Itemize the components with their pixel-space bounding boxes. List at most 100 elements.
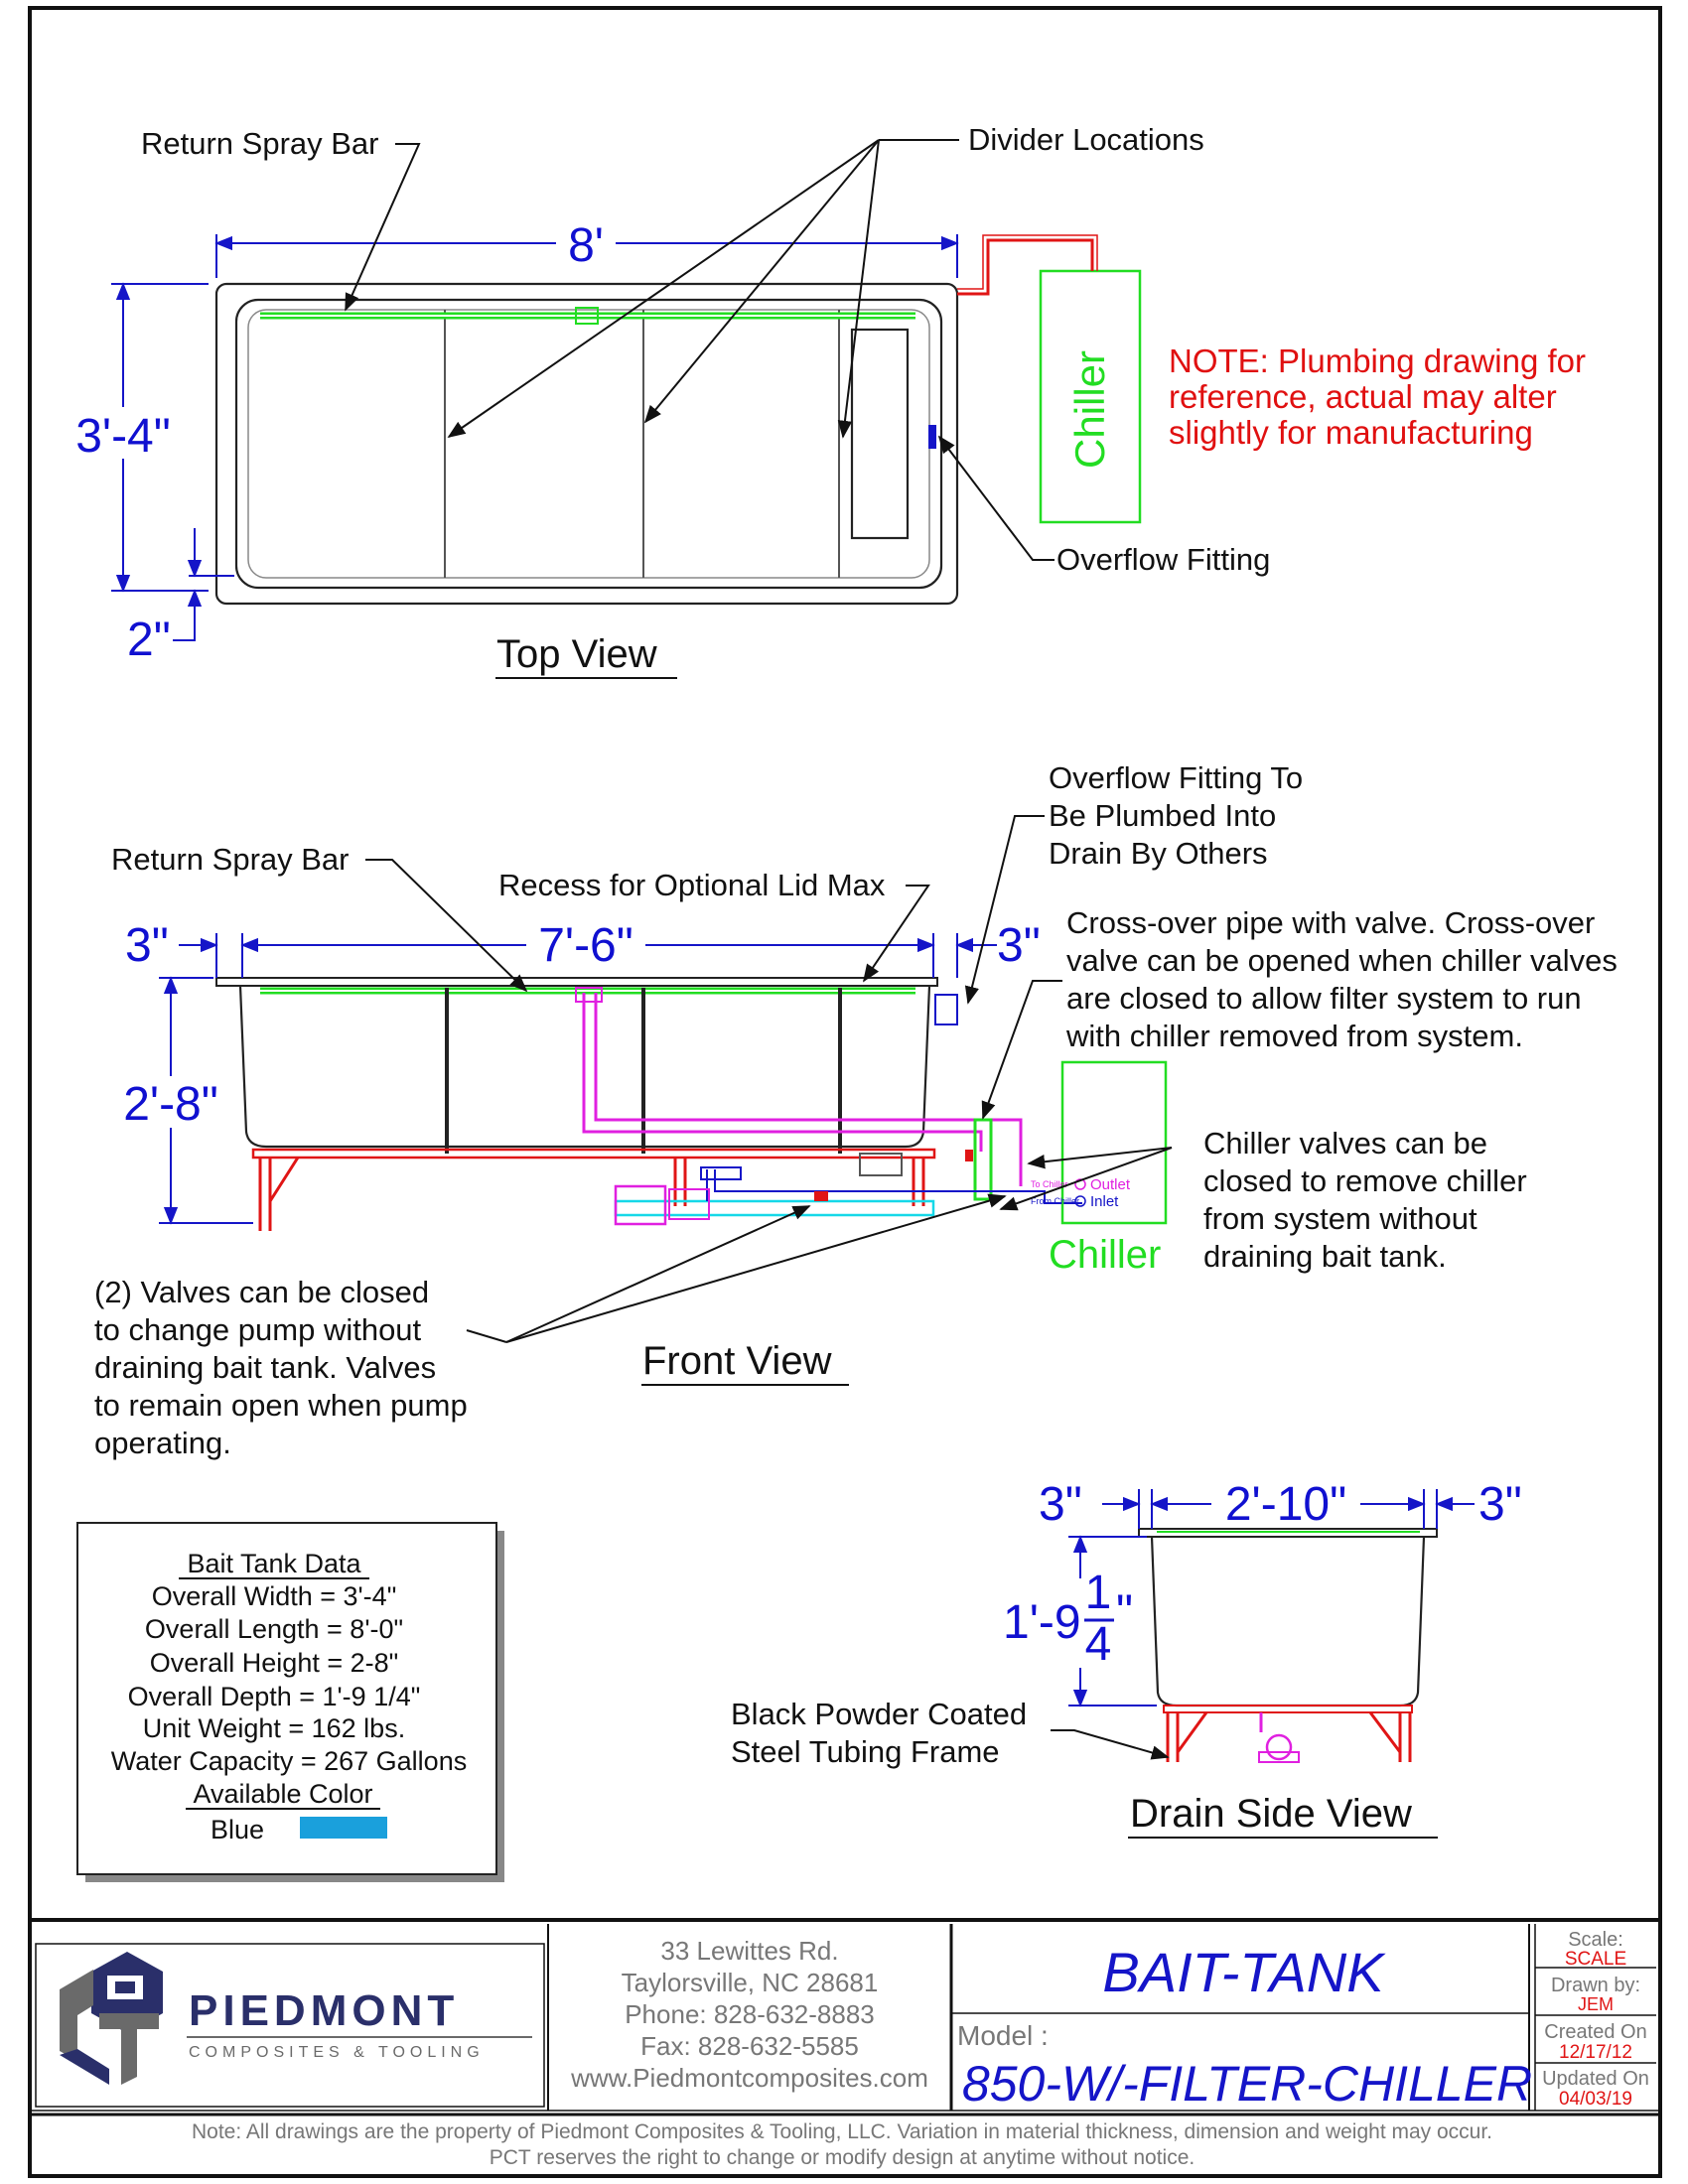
title-top-view: Top View bbox=[496, 632, 657, 676]
front-view: Chiller Outlet Inlet To Chiller From Chi… bbox=[94, 760, 1618, 1460]
label-overflow-fitting: Overflow Fitting bbox=[1056, 542, 1270, 577]
dim-depth-whole: 1'-9 bbox=[1003, 1596, 1081, 1649]
dim-depth-den: 4 bbox=[1085, 1618, 1112, 1671]
dim-length: 8' bbox=[568, 219, 604, 272]
data-row-length: Overall Length = 8'-0" bbox=[145, 1614, 403, 1644]
created-label: Created On bbox=[1544, 2021, 1646, 2043]
frame-note-2: Steel Tubing Frame bbox=[731, 1734, 1000, 1769]
dim-lip: 2" bbox=[127, 614, 171, 666]
chiller-return-pipe bbox=[714, 1169, 1082, 1204]
title-block: PIEDMONT COMPOSITES & TOOLING 33 Lewitte… bbox=[30, 1918, 1660, 2169]
dim-width: 3'-4" bbox=[75, 410, 171, 463]
address-fax: Fax: 828-632-5585 bbox=[640, 2031, 859, 2061]
dim-inner-length: 7'-6" bbox=[538, 919, 633, 972]
footer-line-2: PCT reserves the right to change or modi… bbox=[490, 2146, 1195, 2169]
chiller-label-top: Chiller bbox=[1066, 350, 1113, 469]
tank-side-body bbox=[1150, 1536, 1426, 1707]
model-label: Model : bbox=[957, 2020, 1049, 2051]
dim-depth-num: 1 bbox=[1085, 1567, 1112, 1619]
overflow-note-3: Drain By Others bbox=[1049, 836, 1268, 871]
dim-height: 2'-8" bbox=[123, 1078, 218, 1131]
drawn-by-value: JEM bbox=[1578, 1994, 1614, 2014]
drain-fitting bbox=[859, 1153, 903, 1176]
data-heading: Bait Tank Data bbox=[187, 1549, 361, 1578]
scale-value: SCALE bbox=[1565, 1949, 1626, 1970]
dim-side-inner: 2'-10" bbox=[1225, 1478, 1346, 1531]
updated-value: 04/03/19 bbox=[1559, 2089, 1632, 2110]
overflow-note-1: Overflow Fitting To bbox=[1049, 760, 1303, 795]
sheet-border bbox=[28, 6, 1662, 2178]
dim-depth-inch: " bbox=[1116, 1586, 1133, 1639]
bait-tank-data-box: Bait Tank Data Overall Width = 3'-4" Ove… bbox=[76, 1522, 504, 1882]
pump-pipe bbox=[614, 1199, 935, 1217]
crossover-note-2: valve can be opened when chiller valves bbox=[1066, 943, 1618, 978]
crossover-note-3: are closed to allow filter system to run bbox=[1066, 981, 1582, 1016]
crossover-note-1: Cross-over pipe with valve. Cross-over bbox=[1066, 905, 1595, 940]
data-row-capacity: Water Capacity = 267 Gallons bbox=[111, 1746, 467, 1776]
label-recess: Recess for Optional Lid Max bbox=[498, 868, 886, 902]
top-view: Chiller 8' 3'-4" 2" Return Spray Bar Div… bbox=[66, 122, 1586, 679]
pump-motor bbox=[614, 1184, 667, 1226]
filter-compartment bbox=[850, 328, 910, 540]
chiller-valve-note-1: Chiller valves can be bbox=[1203, 1126, 1487, 1160]
company-name: PIEDMONT bbox=[189, 1986, 459, 2035]
address-line-1: 33 Lewittes Rd. bbox=[660, 1936, 838, 1966]
data-row-weight: Unit Weight = 162 lbs. bbox=[143, 1713, 405, 1743]
drawn-by-label: Drawn by: bbox=[1551, 1975, 1640, 1996]
title-front-view: Front View bbox=[642, 1339, 832, 1383]
model-number: 850-W/-FILTER-CHILLER bbox=[962, 2056, 1532, 2112]
pump-valve-note-3: draining bait tank. Valves bbox=[94, 1350, 436, 1385]
tank-top-inner2 bbox=[247, 309, 930, 579]
crossover-note-4: with chiller removed from system. bbox=[1065, 1019, 1523, 1053]
chiller-inlet-label: Inlet bbox=[1090, 1193, 1119, 1210]
data-row-height: Overall Height = 2-8" bbox=[150, 1648, 398, 1678]
chiller-valve-note-4: draining bait tank. bbox=[1203, 1239, 1447, 1274]
scale-label: Scale: bbox=[1568, 1929, 1623, 1951]
tank-front-body bbox=[238, 985, 931, 1149]
chiller-line-top bbox=[957, 238, 1094, 296]
overflow-fitting-front bbox=[934, 994, 958, 1025]
frame-top-rail bbox=[251, 1148, 936, 1160]
note-line-3: slightly for manufacturing bbox=[1169, 414, 1533, 451]
pump-valve-note-2: to change pump without bbox=[94, 1312, 422, 1347]
address-line-2: Taylorsville, NC 28681 bbox=[622, 1968, 879, 1997]
pump-valve-note-5: operating. bbox=[94, 1426, 231, 1460]
address-website: www.Piedmontcomposites.com bbox=[570, 2063, 928, 2093]
side-pump bbox=[1265, 1733, 1293, 1761]
chiller-valve-note-3: from system without bbox=[1203, 1201, 1477, 1236]
address-phone: Phone: 828-632-8883 bbox=[625, 1999, 875, 2029]
pct-logo bbox=[60, 1952, 163, 2085]
drawing-title: BAIT-TANK bbox=[1102, 1941, 1386, 2003]
dim-front-left: 3" bbox=[125, 919, 169, 972]
side-frame-rail bbox=[1163, 1705, 1413, 1713]
tank-front-rim bbox=[215, 977, 938, 987]
created-value: 12/17/12 bbox=[1559, 2042, 1632, 2063]
chiller-outlet-label: Outlet bbox=[1090, 1176, 1131, 1193]
chiller-box-front bbox=[1060, 1060, 1168, 1225]
pump-valve-note-1: (2) Valves can be closed bbox=[94, 1275, 429, 1309]
dim-side-left: 3" bbox=[1039, 1478, 1082, 1531]
overflow-fitting-mark bbox=[928, 425, 936, 449]
tank-side-rim bbox=[1138, 1528, 1438, 1538]
chiller-box-top bbox=[1039, 269, 1142, 524]
pump-valve-note-4: to remain open when pump bbox=[94, 1388, 468, 1423]
label-divider-locations: Divider Locations bbox=[968, 122, 1204, 157]
color-swatch bbox=[300, 1817, 387, 1839]
crossover-pipe bbox=[582, 993, 983, 1152]
tank-top-inner bbox=[234, 298, 943, 590]
tank-top-outline bbox=[214, 282, 959, 606]
updated-label: Updated On bbox=[1542, 2068, 1649, 2090]
overflow-note-2: Be Plumbed Into bbox=[1049, 798, 1276, 833]
footer-line-1: Note: All drawings are the property of P… bbox=[192, 2120, 1492, 2143]
to-chiller-label: To Chiller bbox=[1031, 1179, 1068, 1189]
note-line-1: NOTE: Plumbing drawing for bbox=[1169, 342, 1586, 379]
data-row-depth: Overall Depth = 1'-9 1/4" bbox=[128, 1682, 421, 1711]
drain-side-view: 2'-10" 3" 3" 1'-9 1 4 " Black Powder Coa… bbox=[731, 1478, 1522, 1839]
label-return-spray-bar-front: Return Spray Bar bbox=[111, 842, 350, 877]
dim-front-right: 3" bbox=[997, 919, 1041, 972]
frame-note-1: Black Powder Coated bbox=[731, 1697, 1027, 1731]
chiller-valve-note-2: closed to remove chiller bbox=[1203, 1163, 1527, 1198]
title-drain-side-view: Drain Side View bbox=[1130, 1792, 1412, 1836]
crossover-valve bbox=[973, 1118, 993, 1201]
